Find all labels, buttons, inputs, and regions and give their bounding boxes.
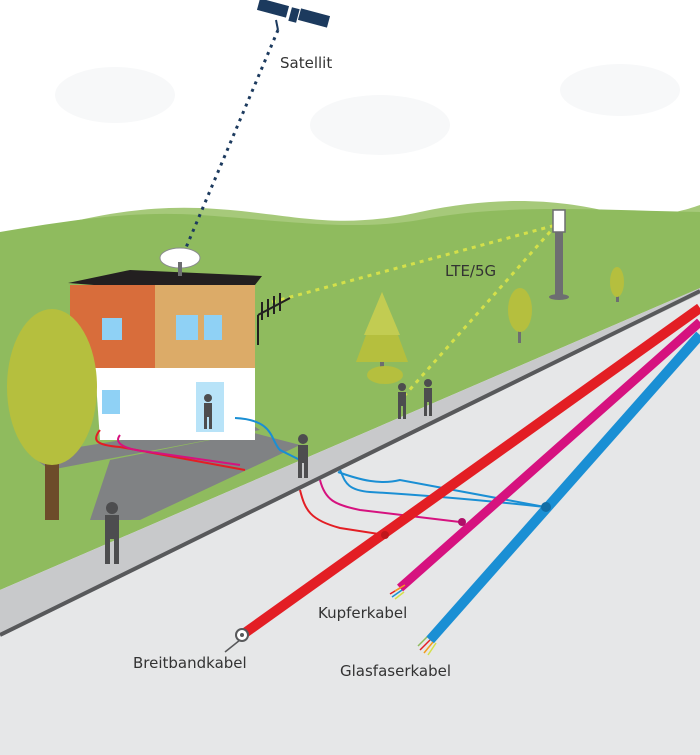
- clouds: [55, 64, 680, 155]
- satellite-label: Satellit: [280, 54, 332, 72]
- copper-cable-end: [389, 584, 406, 600]
- satellite-icon: [256, 0, 331, 31]
- house: [68, 270, 262, 440]
- lte-label: LTE/5G: [445, 262, 496, 280]
- satellite-dish-icon: [159, 247, 201, 276]
- person-4: [424, 379, 432, 416]
- fiber-joint: [541, 502, 551, 512]
- curb: [0, 289, 700, 637]
- cell-tower-icon: [549, 209, 569, 300]
- house-cables: [95, 417, 301, 471]
- bush: [367, 366, 403, 384]
- tree-small-1: [508, 288, 532, 343]
- person-1: [204, 394, 212, 429]
- tree-small-2: [610, 267, 624, 302]
- person-2: [298, 434, 308, 478]
- pine-tree: [356, 292, 408, 367]
- fiber-cable: [426, 331, 700, 644]
- wireless-links: [271, 223, 558, 396]
- copper-label: Kupferkabel: [318, 604, 407, 622]
- broadband-label: Breitbandkabel: [133, 654, 247, 672]
- broadband-joint: [381, 531, 389, 539]
- person-5: [105, 502, 119, 564]
- broadband-cable: [239, 303, 700, 640]
- fiber-cable-end: [417, 636, 437, 656]
- copper-cable: [397, 318, 700, 592]
- antenna-icon: [257, 293, 291, 345]
- driveway-path: [90, 432, 300, 520]
- person-3: [398, 383, 406, 419]
- road: [0, 294, 700, 755]
- tree-large: [7, 309, 97, 520]
- fiber-label: Glasfaserkabel: [340, 662, 451, 680]
- broadband-cable-end: [224, 628, 249, 653]
- copper-joint: [458, 518, 466, 526]
